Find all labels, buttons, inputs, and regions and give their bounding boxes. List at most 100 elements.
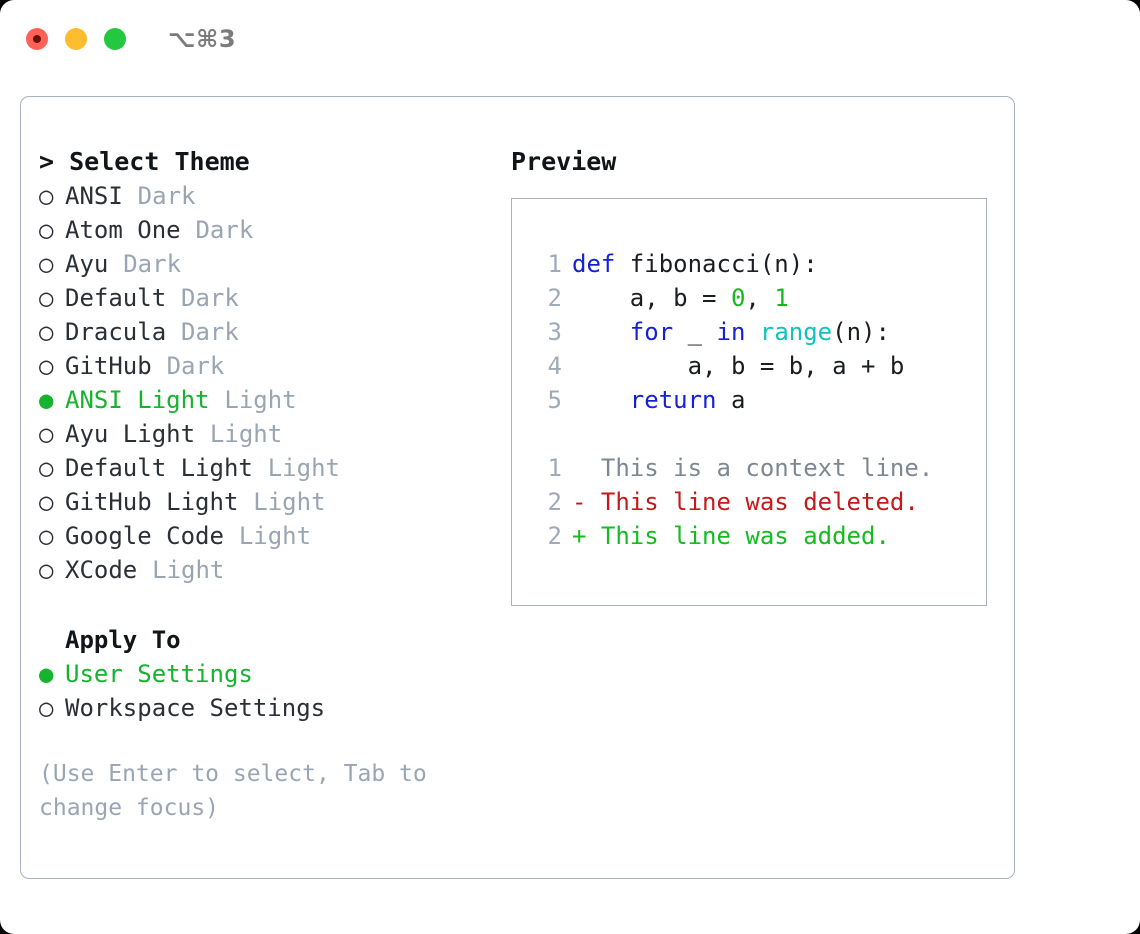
- select-theme-heading: > Select Theme: [39, 147, 250, 176]
- code-token-num: 0: [730, 284, 746, 312]
- theme-list-item[interactable]: ○ GitHub Light Light: [39, 485, 501, 519]
- theme-name-label: Ayu Light: [65, 420, 196, 448]
- code-token-plain: ,: [745, 284, 775, 312]
- theme-variant-tag: Dark: [181, 318, 239, 346]
- theme-name-label: Dracula: [65, 318, 167, 346]
- theme-variant-tag: Dark: [137, 182, 196, 210]
- apply-to-label: Workspace Settings: [65, 694, 326, 722]
- line-number: 1: [547, 250, 562, 278]
- theme-variant-tag: Dark: [195, 216, 254, 244]
- theme-list-item[interactable]: ○ Ayu Dark: [39, 247, 501, 281]
- theme-name-label: Atom One: [65, 216, 181, 244]
- code-token-plain: [745, 318, 759, 346]
- code-text: return a: [572, 383, 746, 417]
- radio-unselected-icon[interactable]: ○: [39, 694, 54, 722]
- theme-name-label: GitHub: [65, 352, 152, 380]
- theme-variant-tag: Light: [267, 454, 340, 482]
- code-line: 3 for _ in range(n):: [512, 315, 986, 349]
- radio-unselected-icon[interactable]: ○: [39, 420, 54, 448]
- title-bar: ⌥⌘3: [0, 0, 1140, 78]
- diff-text: This is a context line.: [600, 454, 934, 482]
- radio-unselected-icon[interactable]: ○: [39, 318, 54, 346]
- theme-list-item[interactable]: ○ Ayu Light Light: [39, 417, 501, 451]
- radio-unselected-icon[interactable]: ○: [39, 454, 54, 482]
- diff-marker: -: [572, 488, 601, 516]
- keyboard-shortcut-label: ⌥⌘3: [168, 25, 237, 53]
- radio-unselected-icon[interactable]: ○: [39, 250, 54, 278]
- code-line: 1 def fibonacci(n):: [512, 247, 986, 281]
- close-button-icon[interactable]: [26, 28, 48, 50]
- line-number: 2: [547, 522, 562, 550]
- theme-list-item[interactable]: ○ Atom One Dark: [39, 213, 501, 247]
- theme-name-label: Ayu: [65, 250, 109, 278]
- apply-to-list-item[interactable]: ● User Settings: [39, 657, 501, 691]
- theme-variant-tag: Light: [238, 522, 312, 550]
- code-token-plain: [572, 386, 630, 414]
- theme-variant-tag: Light: [152, 556, 225, 584]
- apply-to-list: ● User Settings ○ Workspace Settings: [39, 657, 501, 725]
- code-token-plain: (n):: [832, 318, 890, 346]
- radio-selected-icon[interactable]: ●: [39, 386, 54, 414]
- radio-unselected-icon[interactable]: ○: [39, 352, 54, 380]
- theme-variant-tag: Light: [253, 488, 326, 516]
- theme-name-label: GitHub Light: [65, 488, 239, 516]
- theme-name-label: Default Light: [65, 454, 253, 482]
- code-line: 5 return a: [512, 383, 986, 417]
- theme-name-label: XCode: [65, 556, 138, 584]
- code-text: a, b = 0, 1: [572, 281, 789, 315]
- radio-unselected-icon[interactable]: ○: [39, 556, 54, 584]
- radio-unselected-icon[interactable]: ○: [39, 182, 54, 210]
- theme-variant-tag: Light: [224, 386, 297, 414]
- radio-unselected-icon[interactable]: ○: [39, 488, 54, 516]
- radio-unselected-icon[interactable]: ○: [39, 284, 54, 312]
- maximize-button-icon[interactable]: [104, 28, 126, 50]
- code-token-plain: [572, 318, 630, 346]
- diff-line: 2- This line was deleted.: [512, 485, 986, 519]
- preview-heading: Preview: [511, 147, 617, 176]
- diff-text: This line was added.: [600, 522, 890, 550]
- theme-name-label: Default: [65, 284, 167, 312]
- theme-name-label: ANSI: [65, 182, 123, 210]
- window-controls: [26, 28, 126, 50]
- diff-line: 1 This is a context line.: [512, 451, 986, 485]
- minimize-button-icon[interactable]: [65, 28, 87, 50]
- diff-text: This line was deleted.: [600, 488, 919, 516]
- theme-list-item[interactable]: ○ XCode Light: [39, 553, 501, 587]
- apply-to-list-item[interactable]: ○ Workspace Settings: [39, 691, 501, 725]
- line-number: 2: [547, 488, 562, 516]
- radio-selected-icon[interactable]: ●: [39, 660, 54, 688]
- code-text: def fibonacci(n):: [572, 247, 818, 281]
- code-token-plain: a, b =: [572, 284, 731, 312]
- diff-marker: +: [572, 522, 601, 550]
- theme-list-item[interactable]: ○ ANSI Dark: [39, 179, 501, 213]
- apply-to-heading: Apply To: [65, 626, 181, 654]
- code-token-plain: _: [673, 318, 717, 346]
- theme-list-item[interactable]: ○ Default Light Light: [39, 451, 501, 485]
- code-line: 2 a, b = 0, 1: [512, 281, 986, 315]
- code-token-kw: for: [629, 318, 674, 346]
- code-diff-spacer: [512, 417, 986, 451]
- theme-list-item[interactable]: ○ Dracula Dark: [39, 315, 501, 349]
- code-text: a, b = b, a + b: [572, 349, 905, 383]
- code-token-plain: a, b = b, a + b: [572, 352, 905, 380]
- theme-variant-tag: Dark: [123, 250, 182, 278]
- apply-to-label: User Settings: [65, 660, 253, 688]
- code-text: for _ in range(n):: [572, 315, 890, 349]
- line-number: 3: [547, 318, 562, 346]
- theme-variant-tag: Light: [209, 420, 283, 448]
- code-line: 4 a, b = b, a + b: [512, 349, 986, 383]
- radio-unselected-icon[interactable]: ○: [39, 522, 54, 550]
- radio-unselected-icon[interactable]: ○: [39, 216, 54, 244]
- diff-sample: 1 This is a context line.2- This line wa…: [512, 451, 986, 553]
- code-token-fn: range: [759, 318, 833, 346]
- code-token-num: 1: [774, 284, 789, 312]
